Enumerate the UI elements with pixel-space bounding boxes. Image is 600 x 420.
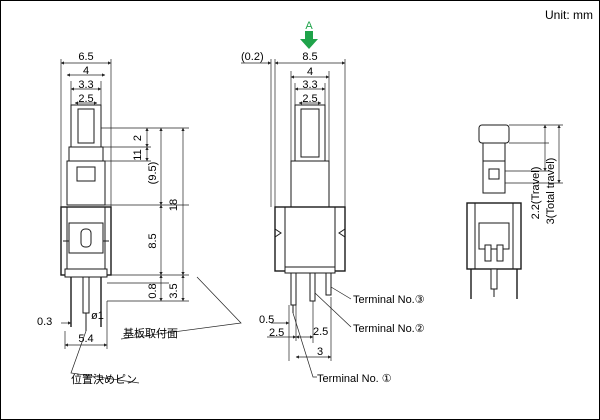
terminal-2-label: Terminal No.② <box>353 323 425 335</box>
board-mount-surface-note: 基板取付面 <box>123 326 178 340</box>
dim-9-5: (9.5) <box>147 162 159 185</box>
dim-3-5: 3.5 <box>168 283 180 298</box>
dim-dia-1: ø1 <box>91 310 104 322</box>
dim-width-4: 4 <box>83 65 89 77</box>
dim-5-4: 5.4 <box>78 333 93 345</box>
view-direction-arrow-icon <box>300 31 318 49</box>
dim-travel: 2.2(Travel) <box>530 167 542 220</box>
left-side-view: 6.5 4 3.3 2.5 2 11 (9.5) 18 8.5 0.8 3.5 … <box>37 51 242 386</box>
terminal-1-label: Terminal No. ① <box>317 373 392 385</box>
dim-0-8: 0.8 <box>147 283 159 298</box>
right-plunger-cap <box>478 124 510 144</box>
dim-2-5-a: 2.5 <box>269 327 284 339</box>
side-view-travel: 2.2(Travel) 3(Total travel) <box>466 124 563 299</box>
terminal-3-pin <box>325 272 332 296</box>
dim-width-6-5: 6.5 <box>78 51 93 63</box>
dim-0-2: (0.2) <box>241 51 264 63</box>
locating-pin <box>82 276 90 314</box>
right-stem <box>482 142 506 194</box>
dim-total-travel: 3(Total travel) <box>545 158 557 225</box>
dim-width-3-3: 3.3 <box>78 79 93 91</box>
dim-0-3: 0.3 <box>37 316 52 328</box>
dim-3: 3 <box>317 346 323 358</box>
terminal-3-label: Terminal No.③ <box>353 294 425 306</box>
front-view: A (0.2) 8.5 4 3.3 2.5 <box>241 20 425 385</box>
dim-8-5: 8.5 <box>147 233 159 248</box>
terminal-2-pin <box>309 272 316 302</box>
dim-width-8-5: 8.5 <box>302 51 317 63</box>
dim-front-width-3-3: 3.3 <box>302 79 317 91</box>
view-marker-label: A <box>305 20 313 32</box>
dim-2: 2 <box>132 135 144 141</box>
dim-width-2-5: 2.5 <box>78 93 93 105</box>
dim-front-width-4: 4 <box>307 66 313 78</box>
dim-front-width-2-5: 2.5 <box>302 93 317 105</box>
terminal-1-pin <box>290 272 297 306</box>
locating-pin-note: 位置決めピン <box>71 372 137 386</box>
front-stem <box>290 160 330 208</box>
dim-18: 18 <box>168 199 180 211</box>
dim-2-5-b: 2.5 <box>313 326 328 338</box>
unit-label: Unit: mm <box>545 8 593 22</box>
dim-11: 11 <box>132 149 144 160</box>
dim-0-5: 0.5 <box>259 314 274 326</box>
